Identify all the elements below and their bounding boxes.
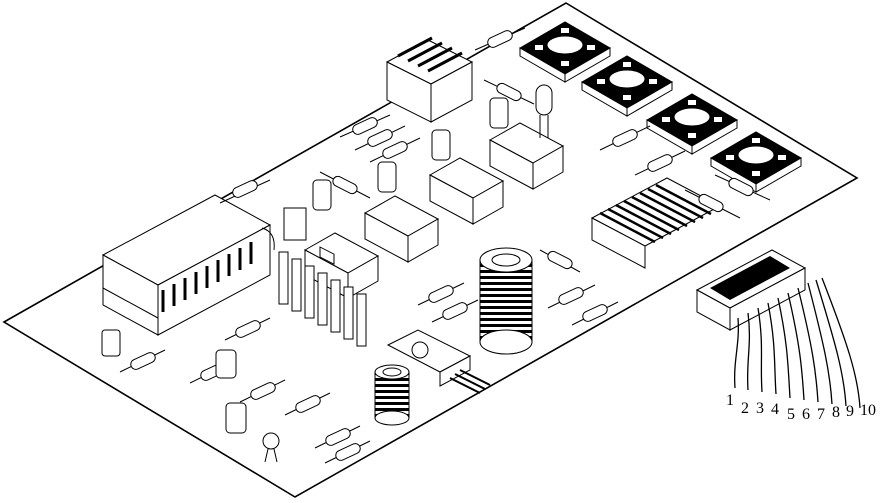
resistor: [284, 392, 331, 416]
top-connector-block: [385, 36, 474, 123]
heatsink-group: [519, 21, 802, 193]
seven-segment-display: [363, 195, 440, 263]
pin-label: 3: [756, 400, 764, 417]
transistor-array: [278, 251, 367, 347]
resistor: [547, 284, 596, 309]
pin-header: [590, 177, 722, 269]
resistor: [324, 440, 371, 464]
heatsink: [581, 55, 673, 117]
pin-label: 6: [802, 406, 810, 423]
voltage-regulator: [386, 329, 491, 394]
capacitor: [377, 161, 397, 193]
resistor: [119, 349, 166, 373]
heatsink: [646, 93, 738, 155]
pin-label: 5: [787, 406, 795, 423]
pin-label: 4: [771, 401, 779, 418]
seven-segment-display: [488, 122, 565, 190]
pin-label: 9: [846, 403, 854, 420]
resistor-group: [119, 27, 771, 464]
resistor: [354, 125, 406, 151]
pin-label: 1: [726, 392, 734, 409]
resistor: [571, 301, 619, 326]
resistor: [431, 299, 479, 323]
resistor: [314, 425, 361, 449]
resistor: [417, 282, 465, 306]
resistor: [319, 171, 371, 199]
heatsink: [710, 131, 802, 193]
seven-segment-display: [428, 157, 505, 225]
resistor: [474, 27, 526, 51]
ic-chip: [101, 194, 275, 336]
inductor: [374, 364, 410, 426]
resistor: [714, 174, 771, 201]
resistor: [684, 189, 741, 219]
capacitor: [312, 179, 332, 211]
heatsink: [519, 21, 611, 83]
pin-label: 2: [741, 400, 749, 417]
resistor: [634, 150, 686, 176]
capacitor-group: [101, 97, 509, 463]
led: [535, 84, 553, 138]
pin-label: 7: [817, 406, 825, 423]
ribbon-wires: [733, 277, 861, 409]
resistor: [339, 114, 391, 138]
resistor: [369, 137, 421, 163]
ceramic-capacitor: [262, 432, 280, 450]
capacitor: [215, 349, 237, 379]
capacitor: [225, 402, 247, 434]
resistor: [224, 317, 271, 341]
resistor: [599, 125, 651, 151]
resistor: [539, 249, 581, 273]
resistor: [219, 179, 271, 204]
resistor: [483, 79, 535, 105]
electrolytic-capacitor: [479, 247, 533, 355]
ribbon-connector: [695, 249, 807, 331]
capacitor: [101, 329, 121, 357]
pin-label: 10: [860, 402, 876, 419]
capacitor: [489, 97, 509, 129]
pin-label: 8: [832, 404, 840, 421]
capacitor: [283, 207, 307, 241]
capacitor: [431, 129, 451, 161]
resistor: [239, 379, 286, 403]
